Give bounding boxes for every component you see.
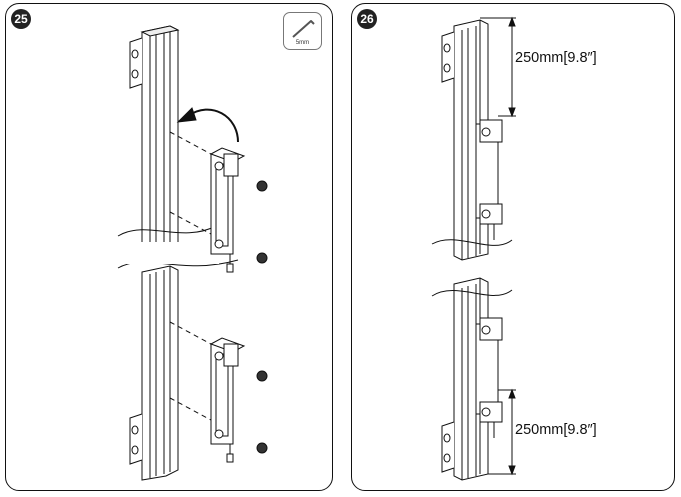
dimension-bottom-label: 250mm[9.8″] xyxy=(515,422,597,438)
step-26-illustration xyxy=(431,16,516,481)
dimension-bottom xyxy=(488,388,516,476)
tool-indicator: 5mm xyxy=(283,12,322,50)
rail-upper xyxy=(129,25,180,251)
step-25-illustration xyxy=(117,25,268,481)
slide-bracket-upper xyxy=(209,147,246,273)
screws xyxy=(256,180,268,454)
dimension-top-label: 250mm[9.8″] xyxy=(515,50,597,66)
rail-lower xyxy=(129,265,179,481)
step-25-panel: 25 5mm xyxy=(5,3,333,491)
dimension-top xyxy=(480,16,516,118)
step-26-panel: 26 xyxy=(351,3,675,491)
tool-size-label: 5mm xyxy=(295,40,310,46)
step-number-badge: 25 xyxy=(11,9,31,29)
slide-bracket-lower xyxy=(209,337,246,463)
hex-key-icon xyxy=(292,20,315,38)
step-number-badge: 26 xyxy=(357,9,377,29)
